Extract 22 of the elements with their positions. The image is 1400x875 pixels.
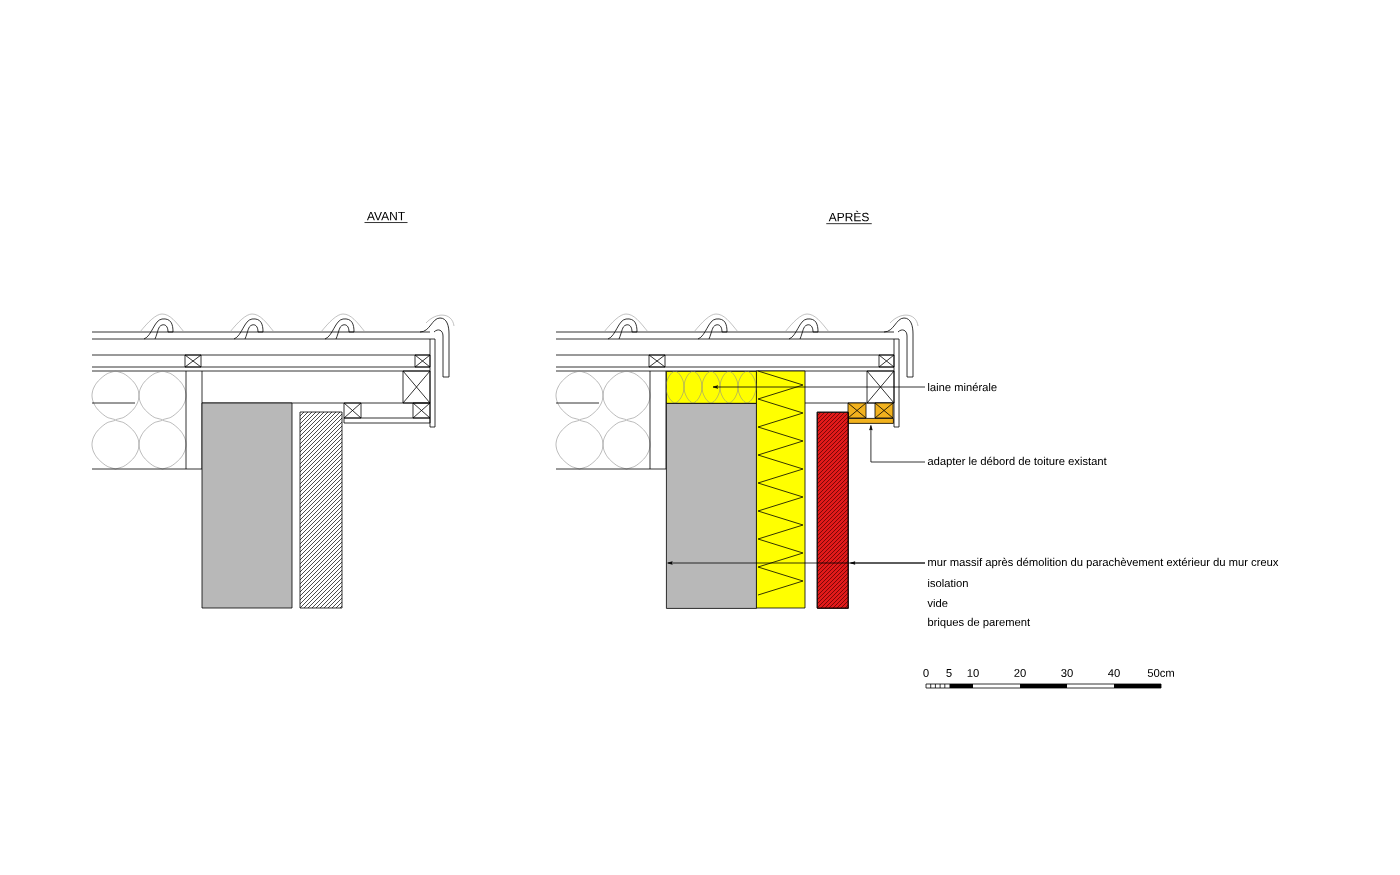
callout-text: adapter le débord de toiture existant <box>927 456 1107 468</box>
callout-text: isolation <box>928 578 968 588</box>
leader-arrow <box>667 561 926 565</box>
scale-label: 50cm <box>1147 669 1174 677</box>
section-heading: APRÈS <box>825 210 873 225</box>
scale-label: 30 <box>1061 669 1073 677</box>
scale-label: 40 <box>1108 669 1120 677</box>
callout-text: vide <box>927 598 948 608</box>
scale-label: 0 <box>923 669 929 677</box>
leader-arrow <box>869 425 926 463</box>
scale-label: 20 <box>1014 669 1026 677</box>
mineral-wool-block <box>665 370 757 404</box>
scale-label: 5 <box>946 669 952 677</box>
soffit-board <box>847 402 894 424</box>
section-heading: AVANT <box>364 211 408 223</box>
leader-arrow <box>712 385 926 389</box>
callout-text: laine minérale <box>928 382 997 392</box>
callout-text: mur massif après démolition du parachèvement extérieur du mur creux <box>928 557 1279 569</box>
callout-text: briques de parement <box>928 617 1031 629</box>
facing-brick-wall <box>816 411 849 609</box>
solid-wall <box>666 403 757 609</box>
scale-label: 10 <box>967 669 979 677</box>
